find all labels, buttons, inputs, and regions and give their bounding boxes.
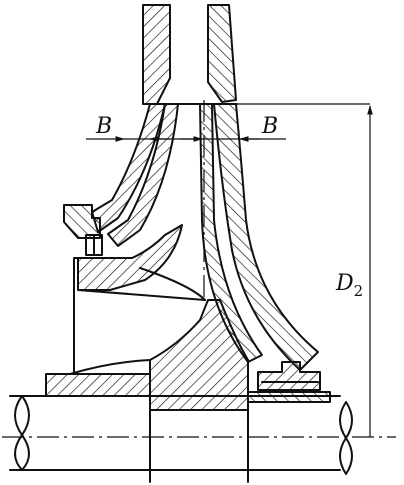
d2-subscript: 2 bbox=[354, 282, 364, 300]
d2-label: D2 bbox=[335, 271, 363, 300]
back-shroud bbox=[199, 103, 263, 363]
d2-letter: D bbox=[335, 271, 354, 296]
blade-curve bbox=[139, 267, 206, 301]
shaft-break-left bbox=[14, 395, 30, 471]
blade-edge-line bbox=[77, 289, 206, 301]
shaft-sleeve-left bbox=[45, 373, 151, 397]
right-casing-wall bbox=[207, 4, 237, 103]
b-right-label: B bbox=[261, 114, 278, 139]
rear-seal bbox=[257, 361, 321, 391]
b-left-label: B bbox=[95, 114, 112, 139]
impeller-hub-upper bbox=[77, 224, 183, 291]
seal-ring bbox=[63, 204, 101, 239]
shaft-break-right bbox=[339, 401, 353, 475]
back-shroud-outer bbox=[213, 103, 319, 371]
left-casing-wall bbox=[142, 4, 171, 105]
